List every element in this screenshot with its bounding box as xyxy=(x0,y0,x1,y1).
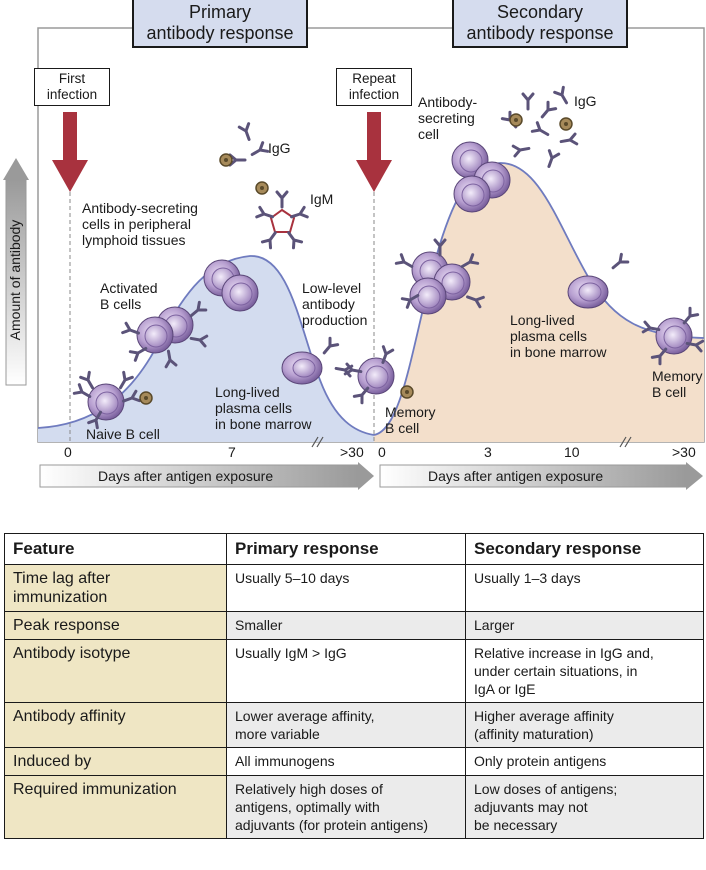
label-igm-primary: IgM xyxy=(310,191,334,207)
tick-secondary-3: 3 xyxy=(484,444,492,460)
tick-primary-0: 0 xyxy=(64,444,72,460)
tick-primary-30: >30 xyxy=(340,444,364,460)
secondary-cell: Low doses of antigens; adjuvants may not… xyxy=(465,775,704,839)
antigen-icon xyxy=(139,391,153,405)
label-long-lived-plasma-primary: Long-lived plasma cells in bone marrow xyxy=(215,384,312,432)
x-axis-label-primary: Days after antigen exposure xyxy=(98,468,274,484)
label-antibody-secreting-cell: Antibody- secreting cell xyxy=(418,94,478,142)
secondary-cell: Larger xyxy=(465,611,704,640)
secondary-cell: Relative increase in IgG and, under cert… xyxy=(465,639,704,703)
feature-cell: Time lag after immunization xyxy=(4,564,227,612)
antigen-icon xyxy=(509,113,523,127)
x-axis-arrow-secondary xyxy=(379,462,703,490)
igm-pentamer xyxy=(255,190,309,250)
feature-cell: Induced by xyxy=(4,747,227,776)
label-activated-b-cells: Activated B cells xyxy=(100,280,158,312)
y-axis-label: Amount of antibody xyxy=(7,219,23,341)
label-low-level-production: Low-level antibody production xyxy=(302,280,368,328)
x-axis-label-secondary: Days after antigen exposure xyxy=(428,468,604,484)
label-igg-primary: IgG xyxy=(268,140,291,156)
primary-response-curve xyxy=(37,255,375,436)
header-feature: Feature xyxy=(4,533,227,565)
tick-secondary-10: 10 xyxy=(564,444,580,460)
tick-primary-7: 7 xyxy=(228,444,236,460)
repeat-infection-label: Repeat infection xyxy=(336,68,412,106)
label-memory-b-cell-end: Memory B cell xyxy=(652,368,703,400)
tick-secondary-0: 0 xyxy=(378,444,386,460)
tick-secondary-30: >30 xyxy=(672,444,696,460)
primary-cell: All immunogens xyxy=(226,747,466,776)
secondary-response-curve xyxy=(373,162,705,436)
repeat-infection-arrow xyxy=(356,112,392,192)
header-primary: Primary response xyxy=(226,533,466,565)
secondary-response-area xyxy=(374,162,704,443)
plasma-cell-secondary xyxy=(567,275,609,309)
primary-cell: Relatively high doses of antigens, optim… xyxy=(226,775,466,839)
primary-cell: Smaller xyxy=(226,611,466,640)
secondary-response-title: Secondary antibody response xyxy=(452,0,628,48)
antigen-icon xyxy=(559,117,573,131)
first-infection-label: First infection xyxy=(34,68,110,106)
plasma-cell-primary xyxy=(281,351,323,385)
feature-cell: Antibody affinity xyxy=(4,702,227,748)
label-memory-b-cell-start: Memory B cell xyxy=(385,404,436,436)
primary-cell: Usually 5–10 days xyxy=(226,564,466,612)
label-igg-secondary: IgG xyxy=(574,93,597,109)
label-naive-b-cell: Naive B cell xyxy=(86,426,160,442)
comparison-table: Feature Primary response Secondary respo… xyxy=(4,533,704,839)
antigen-icon xyxy=(400,385,414,399)
feature-cell: Required immunization xyxy=(4,775,227,839)
label-long-lived-plasma-secondary: Long-lived plasma cells in bone marrow xyxy=(510,312,607,360)
primary-cell: Usually IgM > IgG xyxy=(226,639,466,703)
header-secondary: Secondary response xyxy=(465,533,704,565)
first-infection-arrow xyxy=(52,112,88,192)
label-antibody-secreting-peripheral: Antibody-secreting cells in peripheral l… xyxy=(82,200,198,248)
feature-cell: Antibody isotype xyxy=(4,639,227,703)
primary-response-title: Primary antibody response xyxy=(132,0,308,48)
axis-break-primary xyxy=(311,436,324,448)
primary-cell: Lower average affinity, more variable xyxy=(226,702,466,748)
y-axis-arrow xyxy=(3,158,29,386)
secondary-cell: Higher average affinity (affinity matura… xyxy=(465,702,704,748)
secondary-cell: Only protein antigens xyxy=(465,747,704,776)
secondary-cell: Usually 1–3 days xyxy=(465,564,704,612)
x-axis-arrow-primary xyxy=(39,462,374,490)
axis-break-secondary xyxy=(619,436,632,448)
table-header-row: Feature Primary response Secondary respo… xyxy=(4,533,704,565)
antigen-icon xyxy=(255,181,269,195)
feature-cell: Peak response xyxy=(4,611,227,640)
antigen-icon xyxy=(219,153,233,167)
